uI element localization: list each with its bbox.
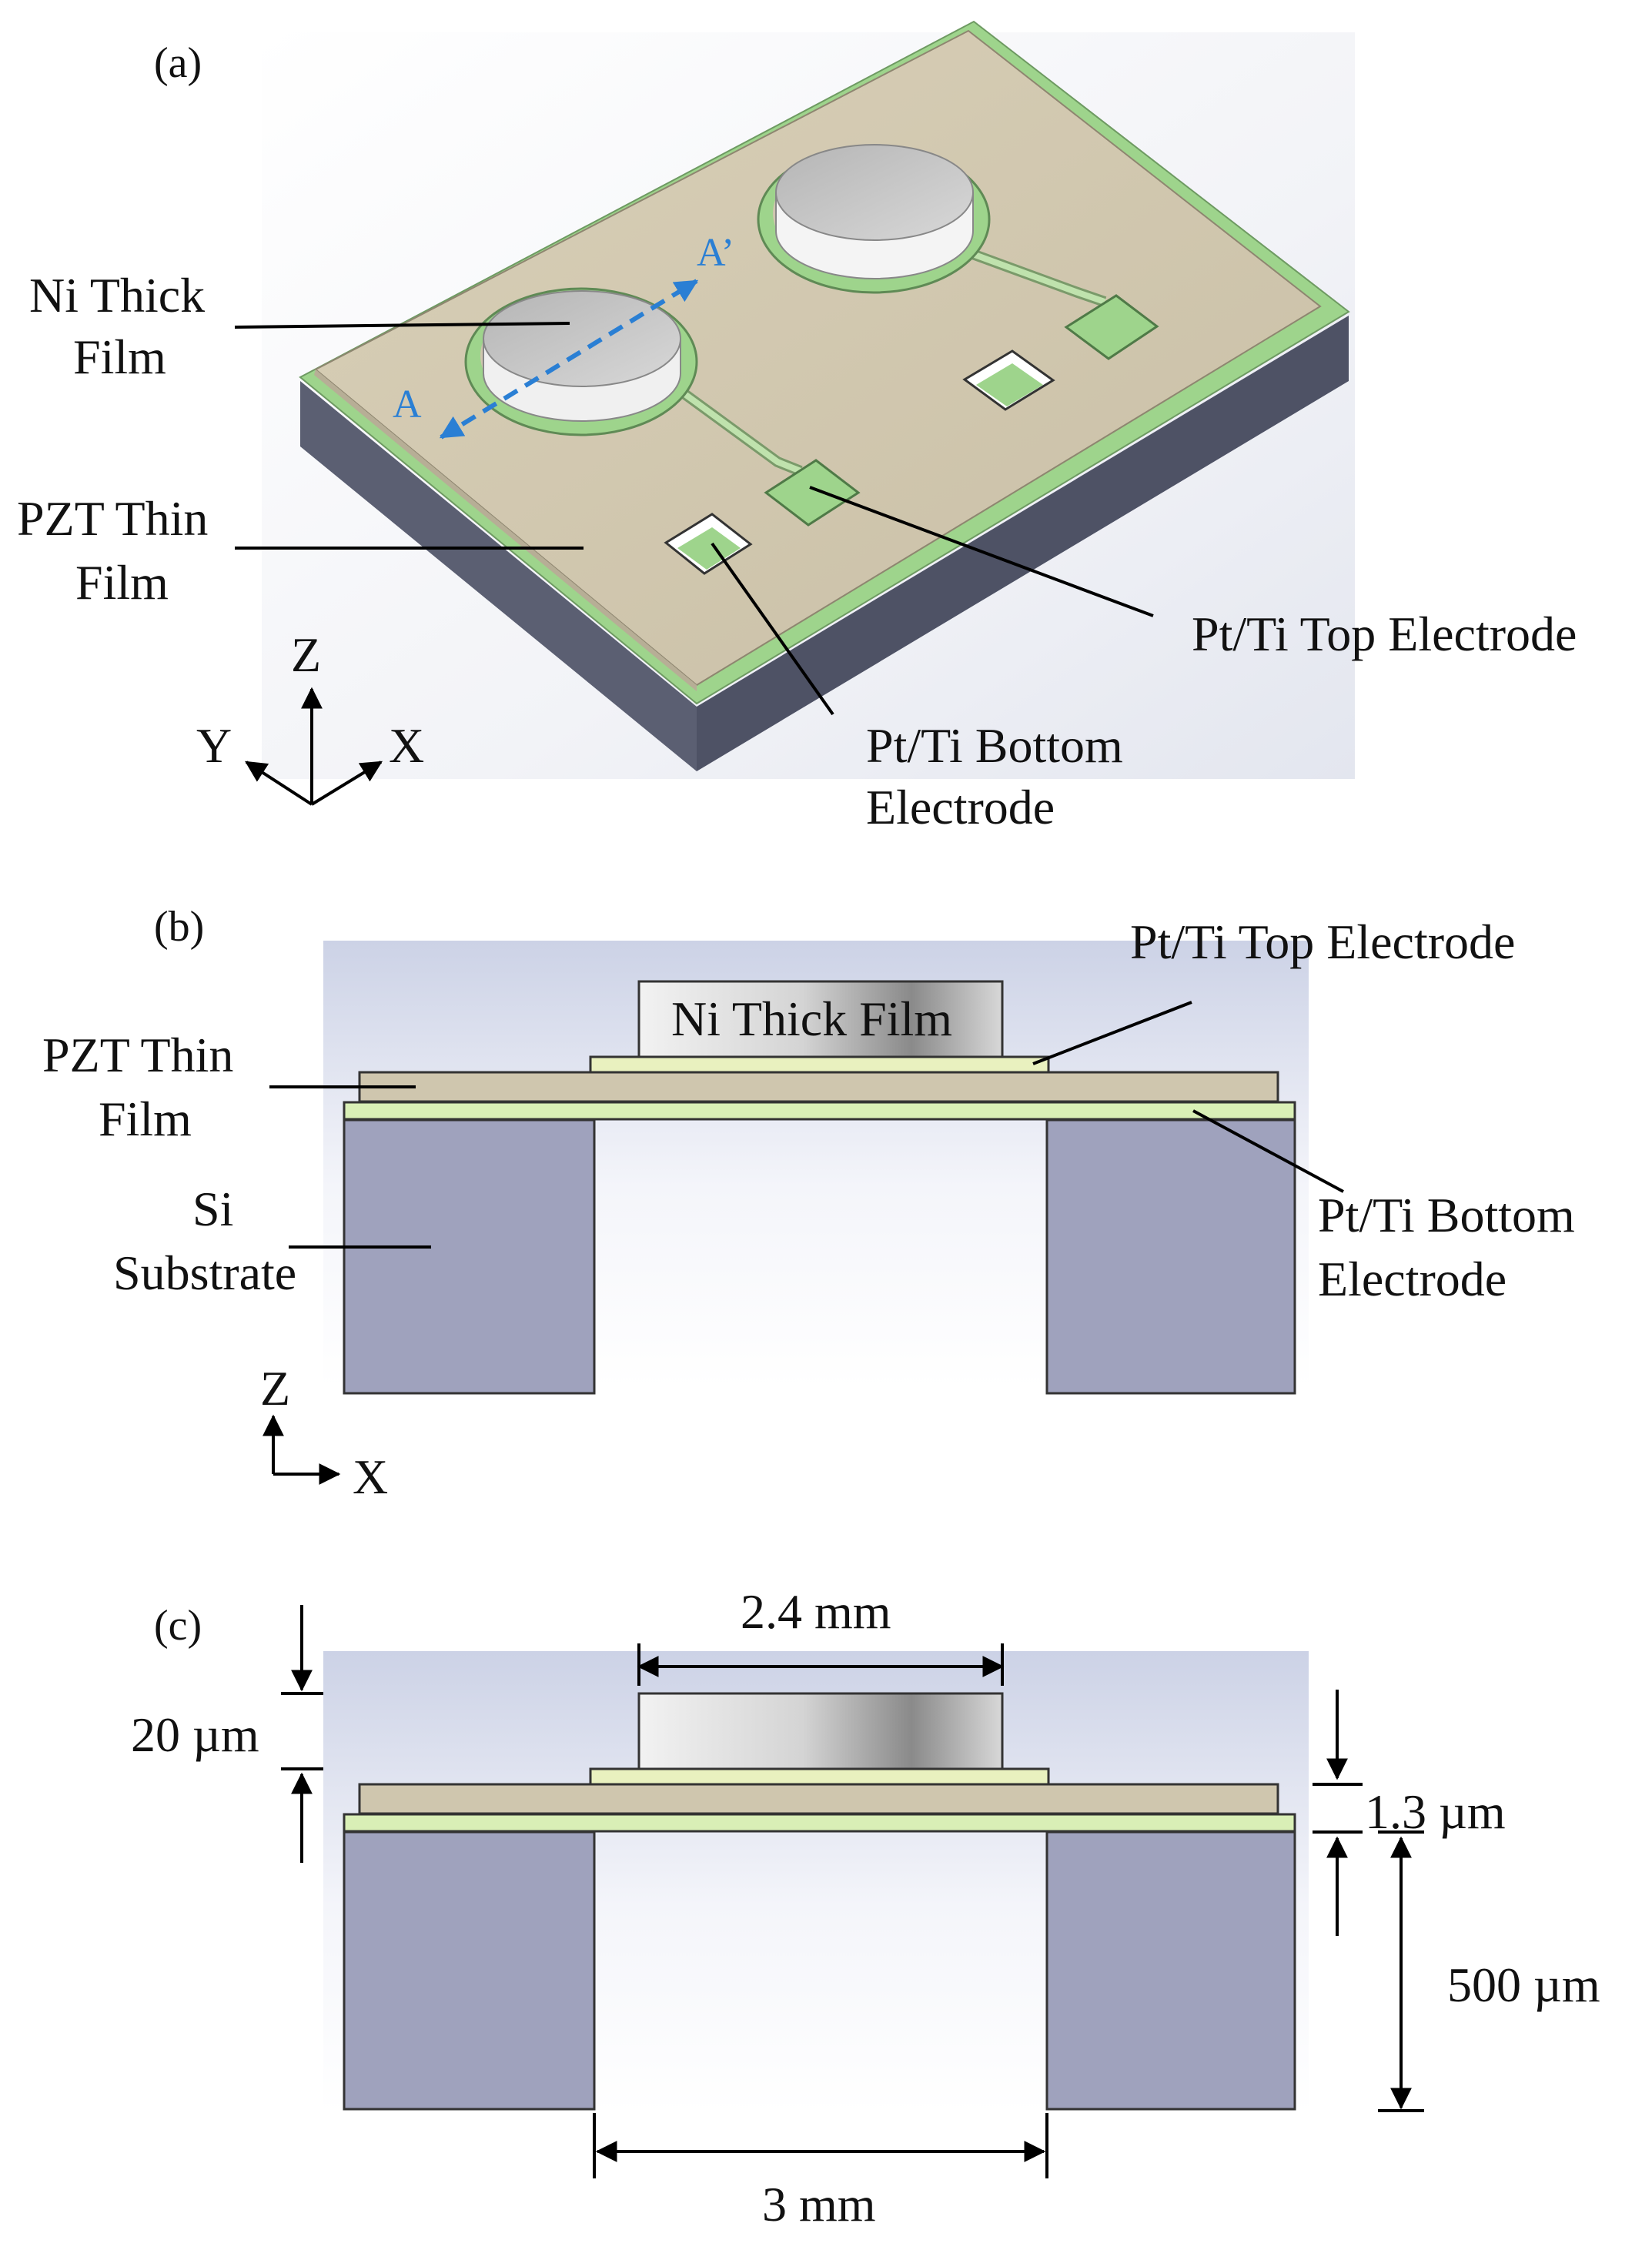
label-bottom-electrode-b-1: Pt/Ti Bottom bbox=[1318, 1188, 1575, 1242]
panel-c: (c) 2.4 mm 20 µm 1.3 µm 500 µm 3 mm bbox=[131, 1584, 1600, 2232]
leader-top-electrode-b bbox=[1032, 1001, 1192, 1065]
axis-z-b: Z bbox=[260, 1361, 290, 1416]
bottom-electrode-c bbox=[343, 1813, 1296, 1833]
axes-triad-a bbox=[245, 687, 383, 806]
label-bottom-electrode-a-2: Electrode bbox=[866, 780, 1055, 834]
section-line-a-a bbox=[439, 279, 699, 440]
label-bottom-electrode-a-1: Pt/Ti Bottom bbox=[866, 718, 1123, 773]
axes-triad-b bbox=[263, 1414, 341, 1485]
leader-bottom-electrode-b bbox=[1192, 1109, 1344, 1193]
ni-disc-2-top bbox=[775, 144, 974, 241]
panel-b: Ni Thick Film (b) Pt/Ti Top Electrode PZ… bbox=[42, 903, 1575, 1504]
pzt-edge bbox=[314, 369, 697, 691]
pzt-top-surface bbox=[314, 29, 1322, 687]
top-electrode-trace-2-inner bbox=[967, 249, 1106, 305]
label-bottom-electrode-b-2: Electrode bbox=[1318, 1252, 1507, 1306]
panel-c-tag: (c) bbox=[154, 1602, 202, 1650]
label-top-electrode-a: Pt/Ti Top Electrode bbox=[1192, 607, 1577, 661]
label-pzt-thin-film-b-1: PZT Thin bbox=[42, 1028, 233, 1082]
axis-x-a: X bbox=[389, 718, 424, 773]
substrate-left-face bbox=[300, 381, 697, 771]
bottom-electrode-pad-1 bbox=[677, 527, 741, 570]
section-label-a: A bbox=[393, 383, 422, 426]
panel-a: A A’ (a) Ni Thick Film PZT Thin Film Pt/… bbox=[17, 20, 1577, 834]
top-electrode-trace-1-inner bbox=[675, 386, 802, 474]
top-electrode-pad-2 bbox=[1064, 294, 1159, 360]
label-top-electrode-b: Pt/Ti Top Electrode bbox=[1130, 914, 1515, 969]
si-substrate-right-c bbox=[1045, 1830, 1296, 2111]
dim-substrate-thickness-label: 500 µm bbox=[1447, 1957, 1600, 2012]
dim-ni-thickness-label: 20 µm bbox=[131, 1707, 259, 1762]
substrate-right-face bbox=[697, 316, 1349, 771]
section-label-a-prime: A’ bbox=[697, 231, 734, 275]
top-electrode-b bbox=[589, 1055, 1050, 1074]
panel-b-tag: (b) bbox=[154, 903, 204, 951]
label-pzt-thin-film-2: Film bbox=[75, 555, 169, 610]
pzt-film-b bbox=[358, 1071, 1279, 1103]
bottom-electrode-b bbox=[343, 1101, 1296, 1121]
label-ni-thick-film-1: Ni Thick bbox=[29, 268, 205, 323]
axis-y-a: Y bbox=[196, 718, 232, 773]
label-ni-thick-film-b: Ni Thick Film bbox=[671, 991, 952, 1046]
si-substrate-left-c bbox=[343, 1830, 596, 2111]
ni-thick-film-b bbox=[637, 980, 1004, 1058]
label-ni-thick-film-2: Film bbox=[73, 329, 166, 384]
leader-bottom-electrode-a bbox=[711, 542, 834, 716]
top-electrode-c bbox=[589, 1767, 1050, 1786]
label-pzt-thin-film-1: PZT Thin bbox=[17, 491, 208, 546]
axis-x-b: X bbox=[353, 1449, 388, 1504]
dim-film-thickness-label: 1.3 µm bbox=[1365, 1784, 1506, 1839]
bottom-electrode-pad-2 bbox=[976, 363, 1043, 406]
si-substrate-right bbox=[1045, 1118, 1296, 1395]
panel-a-tag: (a) bbox=[154, 39, 202, 87]
label-si-substrate-1: Si bbox=[192, 1182, 233, 1236]
leader-ni-thick-film bbox=[234, 322, 570, 329]
si-substrate-left bbox=[343, 1118, 596, 1395]
dim-ni-width-label: 2.4 mm bbox=[741, 1584, 891, 1639]
axis-z-a: Z bbox=[291, 627, 321, 682]
pzt-film-c bbox=[358, 1783, 1279, 1815]
ni-thick-film-c bbox=[637, 1692, 1004, 1770]
top-electrode-pad-1 bbox=[764, 459, 861, 527]
dim-cavity-width-label: 3 mm bbox=[762, 2177, 876, 2232]
ni-disc-1-top bbox=[483, 290, 681, 387]
leader-top-electrode-a bbox=[809, 486, 1154, 617]
label-si-substrate-2: Substrate bbox=[113, 1245, 296, 1300]
label-pzt-thin-film-b-2: Film bbox=[99, 1092, 192, 1146]
